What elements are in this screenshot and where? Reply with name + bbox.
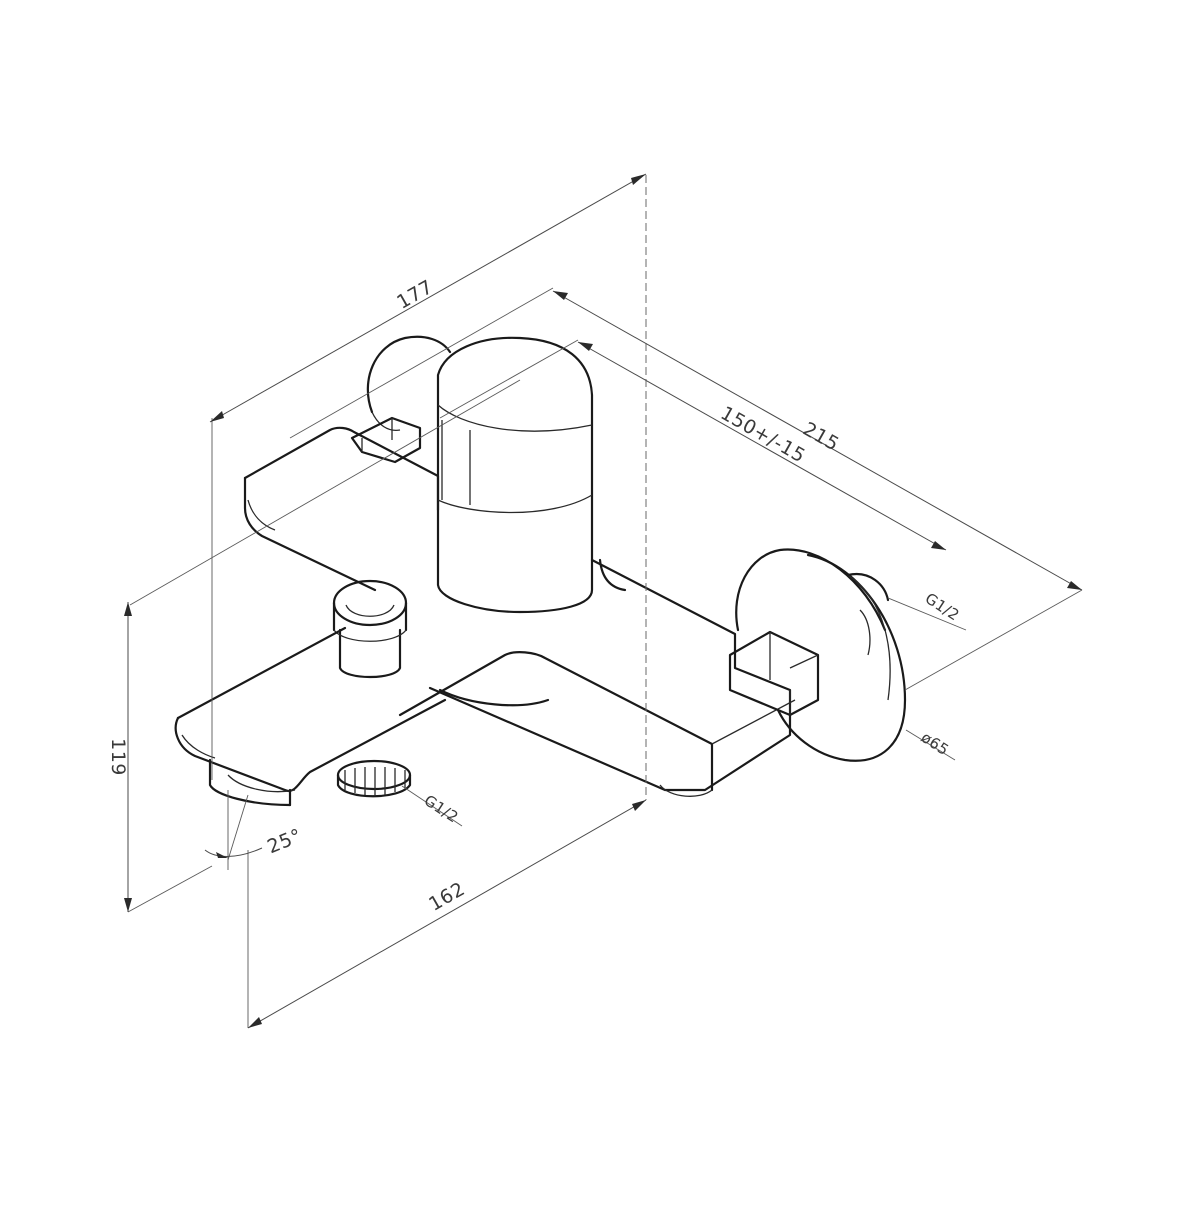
right-hex-nut [728,630,820,717]
dimension-177: 177 [209,173,647,780]
dimension-162: 162 [247,799,647,1029]
dimension-215: 215 [289,287,1083,691]
note-outlet-thread: G1/2 [401,785,463,826]
main-body-top [243,426,440,512]
mixer-cylinder [436,336,594,614]
label-angle: 25° [264,825,305,859]
spout-body [174,698,447,793]
note-inlet-thread: G1/2 [887,589,967,631]
label-150: 150+/-15 [717,402,809,467]
axis-line [129,379,521,606]
right-escutcheon [735,548,907,762]
label-162: 162 [425,878,469,916]
dimension-150: 150+/-15 [439,339,947,551]
diverter-knob [332,579,408,678]
note-flange-diameter: ø65 [905,728,956,761]
bottom-thread-connector [336,759,412,798]
label-177: 177 [393,276,437,314]
label-119: 119 [107,738,129,776]
dimension-119: 119 [107,602,213,913]
handle-lever-edge [437,404,593,432]
spout-outlet [208,758,292,807]
main-body-front [398,651,714,792]
rear-escutcheon [366,335,452,414]
faucet-body [174,335,907,807]
spout-top-edge [176,626,347,720]
label-inlet-thread: G1/2 [922,589,963,624]
